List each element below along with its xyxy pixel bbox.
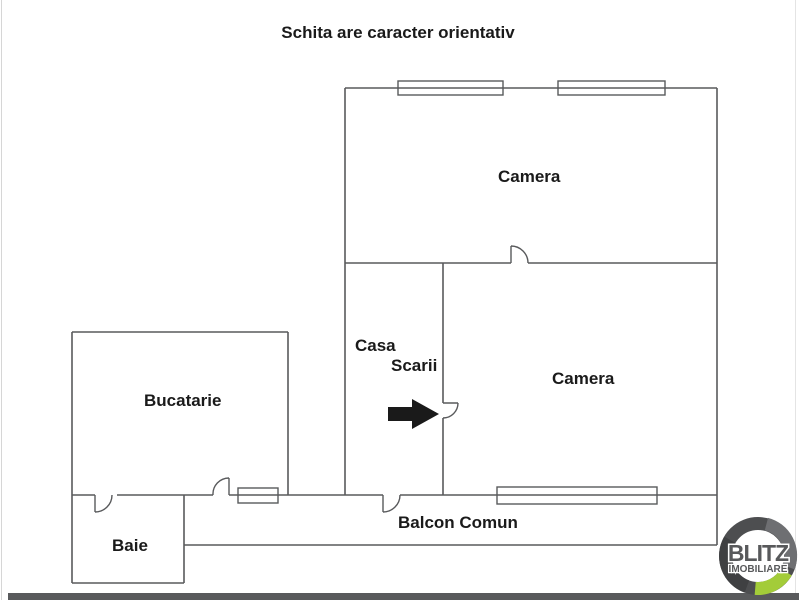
room-label-camera-top: Camera [498,167,561,186]
disclaimer-title: Schita are caracter orientativ [281,23,515,42]
image-right-edge [795,0,796,600]
window-rects [237,80,666,505]
logo-ring-accent [754,568,792,595]
window-camera-bottom [496,486,658,505]
logo-brand-text: BLITZ [728,540,789,566]
bottom-bar [8,593,799,600]
door-arcs [94,245,529,513]
window-camera-top-right [557,80,666,96]
window-bucatarie [237,487,279,504]
entrance-arrow-icon [388,399,439,429]
window-camera-top-left [397,80,504,96]
room-label-camera-bottom: Camera [552,369,615,388]
room-label-balcon-comun: Balcon Comun [398,513,518,532]
room-label-baie: Baie [112,536,148,555]
room-label-scarii: Scarii [391,356,438,375]
room-label-casa: Casa [355,336,396,355]
logo-subtitle-text: IMOBILIARE [729,564,788,575]
room-label-bucatarie: Bucatarie [144,391,222,410]
blitz-logo: BLITZ IMOBILIARE [719,517,798,595]
image-left-edge [1,0,2,600]
logo-ring-highlight [764,517,798,570]
logo-ring-shadow [719,536,750,593]
wall-lines [71,87,718,584]
